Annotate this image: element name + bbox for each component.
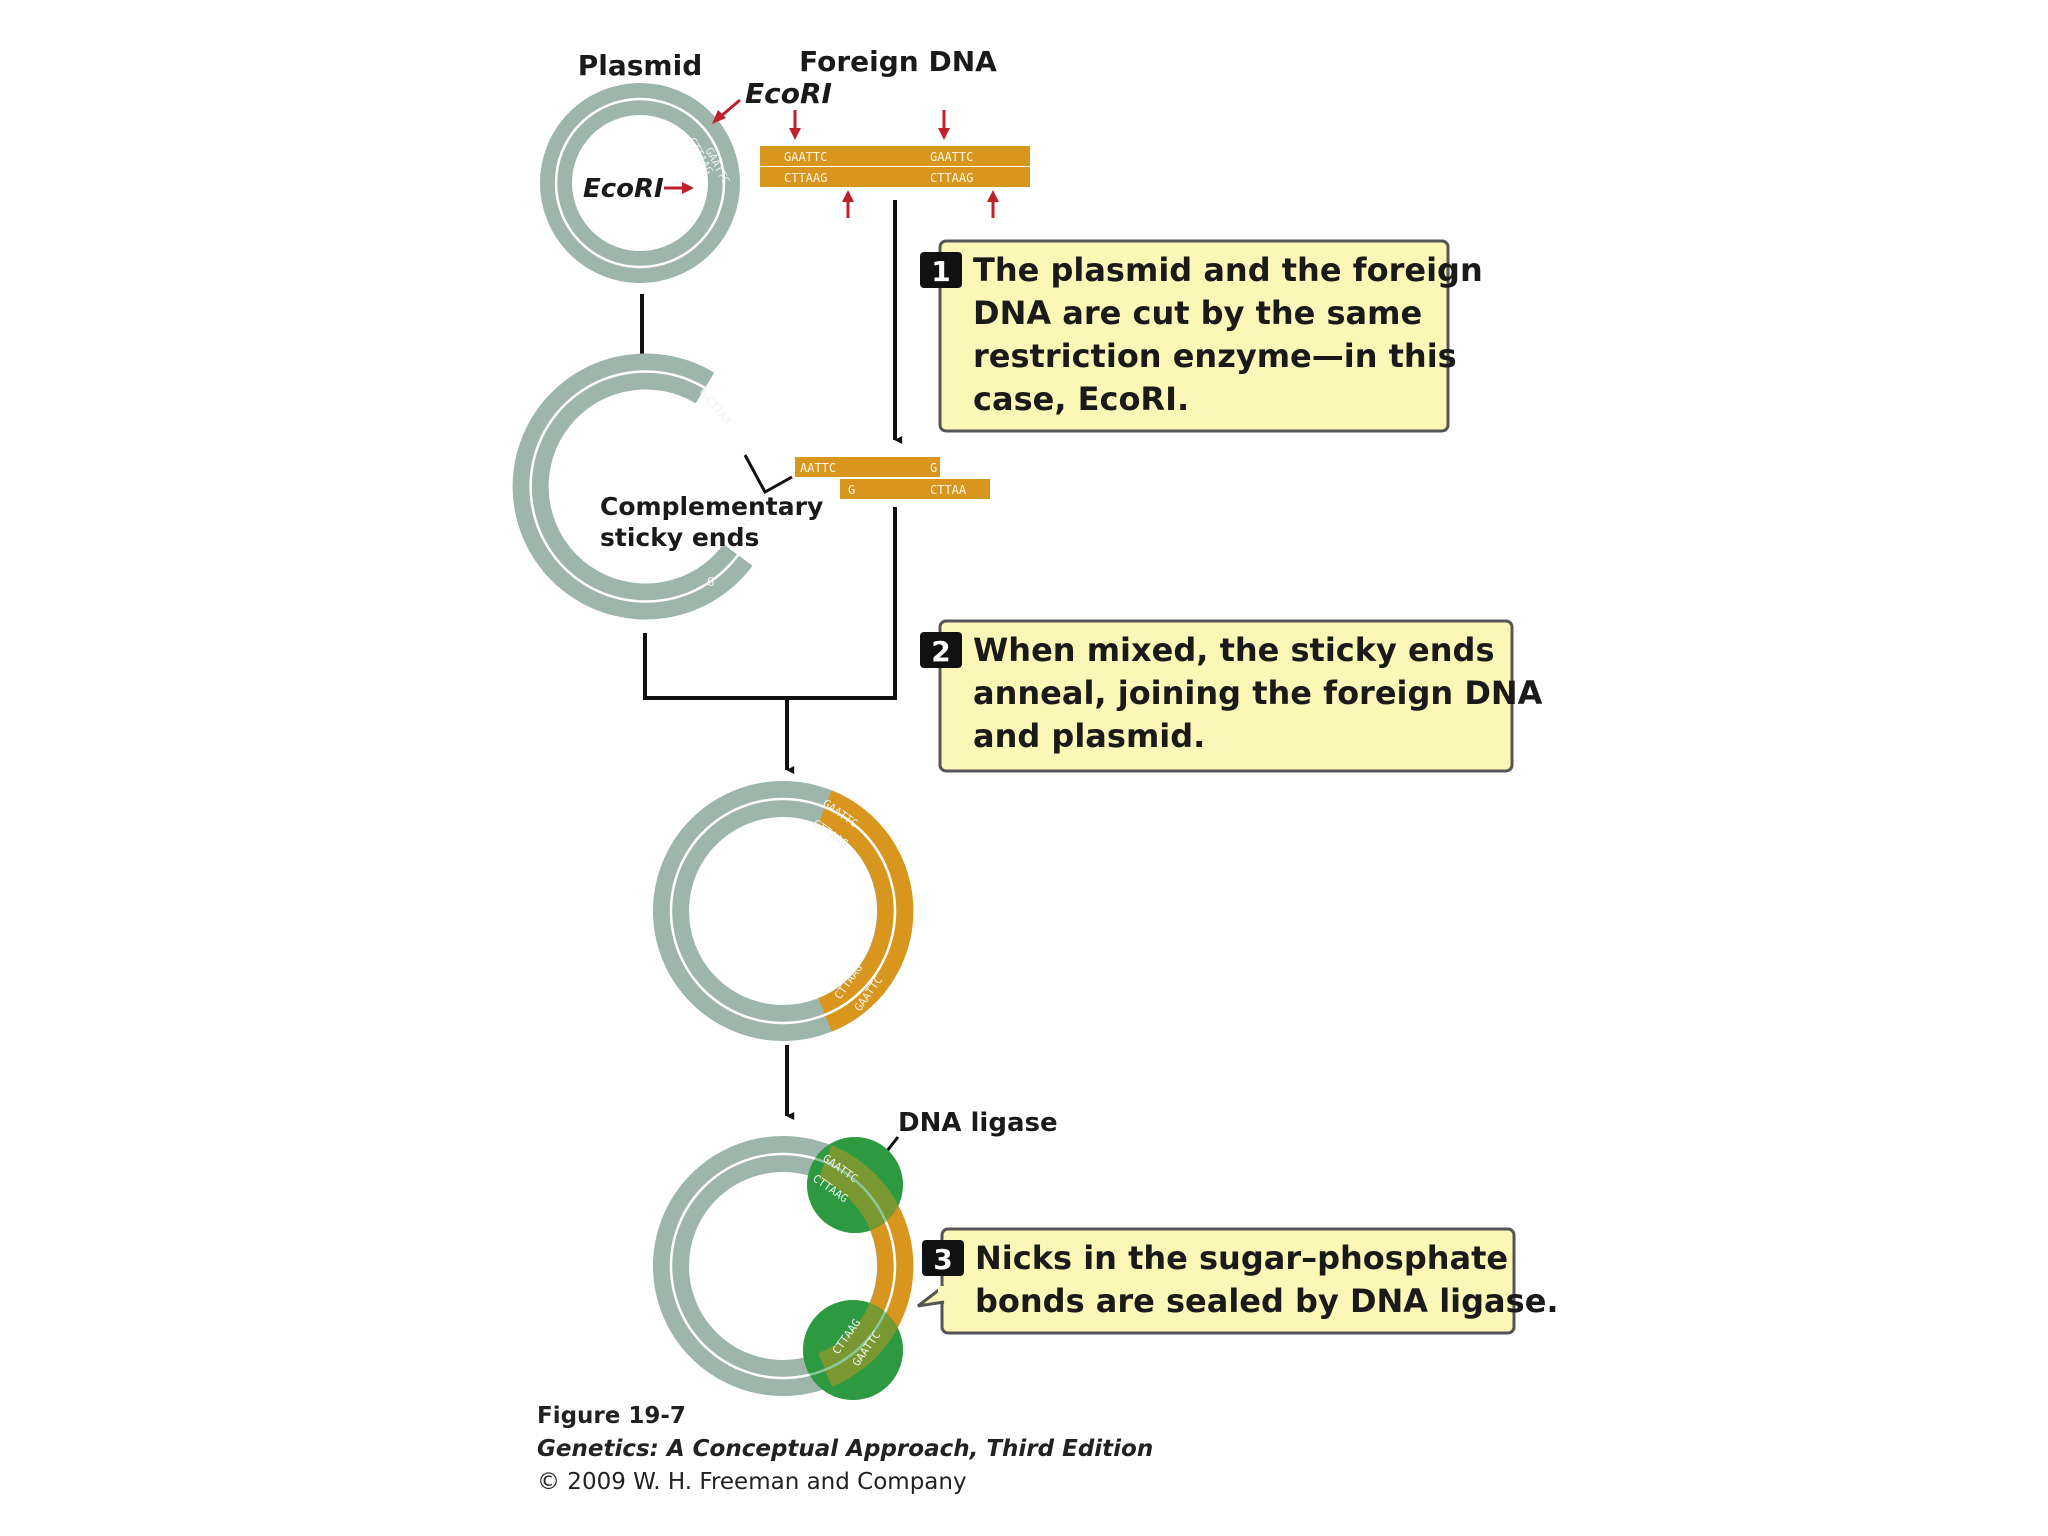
complementary-label-line-2: sticky ends: [600, 523, 759, 552]
step-3-callout: 3 Nicks in the sugar–phosphate bonds are…: [917, 1227, 1559, 1335]
cut-plasmid-seq-top: CTTAA: [703, 394, 734, 428]
sticky-ends-pointer: [743, 454, 793, 495]
cut-arrow-bottom-2: [987, 190, 999, 218]
fragment-g-top: G: [930, 461, 937, 475]
foreign-dna-strand: [760, 146, 1030, 187]
ecori-left-arrow: [664, 182, 694, 194]
cut-arrow-top-1: [789, 110, 801, 140]
ligated-plasmid: [653, 1136, 914, 1400]
step-2-line-3: and plasmid.: [973, 717, 1205, 755]
step-2-callout: 2 When mixed, the sticky ends anneal, jo…: [920, 619, 1543, 773]
foreign-dna-label: Foreign DNA: [799, 45, 997, 78]
copyright: © 2009 W. H. Freeman and Company: [537, 1469, 967, 1495]
step-2-badge: [920, 632, 962, 668]
foreign-fragment: [795, 457, 990, 499]
book-title: Genetics: A Conceptual Approach, Third E…: [537, 1436, 1153, 1462]
cut-arrow-top-2: [938, 110, 950, 140]
dna-ligase-label: DNA ligase: [898, 1108, 1058, 1138]
fragment-seq-top: AATTC: [800, 461, 836, 475]
step-3-number: 3: [933, 1243, 952, 1276]
figure-number: Figure 19-7: [537, 1403, 686, 1429]
step-2-line-1: When mixed, the sticky ends: [973, 631, 1494, 669]
step-1-line-3: restriction enzyme—in this: [973, 337, 1457, 375]
ecori-top-label: EcoRI: [745, 77, 832, 110]
plasmid-label: Plasmid: [578, 49, 703, 82]
step-3-line-1: Nicks in the sugar–phosphate: [975, 1239, 1508, 1277]
foreign-seq-top-2: GAATTC: [930, 150, 973, 164]
step-3-line-2: bonds are sealed by DNA ligase.: [975, 1282, 1559, 1320]
fragment-seq-bottom: CTTAA: [930, 483, 967, 497]
step-1-badge: [920, 252, 962, 288]
step-2-line-2: anneal, joining the foreign DNA: [973, 674, 1543, 712]
ecori-left-label: EcoRI: [583, 174, 664, 204]
cut-arrow-bottom-1: [842, 190, 854, 218]
step-1-number: 1: [931, 255, 950, 288]
ecori-top-arrow: [712, 98, 741, 124]
step-1-line-2: DNA are cut by the same: [973, 294, 1422, 332]
foreign-seq-top-1: GAATTC: [784, 150, 827, 164]
cut-plasmid-g-top: G: [700, 387, 707, 401]
foreign-seq-bottom-2: CTTAAG: [930, 171, 973, 185]
step-1-callout: 1 The plasmid and the foreign DNA are cu…: [920, 239, 1483, 433]
recombinant-plasmid: [653, 781, 914, 1041]
plasmid-circle: [540, 83, 740, 283]
step-1-line-4: case, EcoRI.: [973, 380, 1189, 418]
cut-plasmid: [512, 353, 753, 620]
fragment-g-bottom: G: [848, 483, 855, 497]
joining-line: [643, 507, 897, 700]
foreign-seq-bottom-1: CTTAAG: [784, 171, 827, 185]
complementary-label-line-1: Complementary: [600, 492, 823, 521]
step-1-line-1: The plasmid and the foreign: [973, 251, 1483, 289]
step-3-badge: [922, 1240, 964, 1276]
cut-plasmid-g-bottom: G: [707, 575, 714, 589]
step-2-number: 2: [931, 635, 950, 668]
